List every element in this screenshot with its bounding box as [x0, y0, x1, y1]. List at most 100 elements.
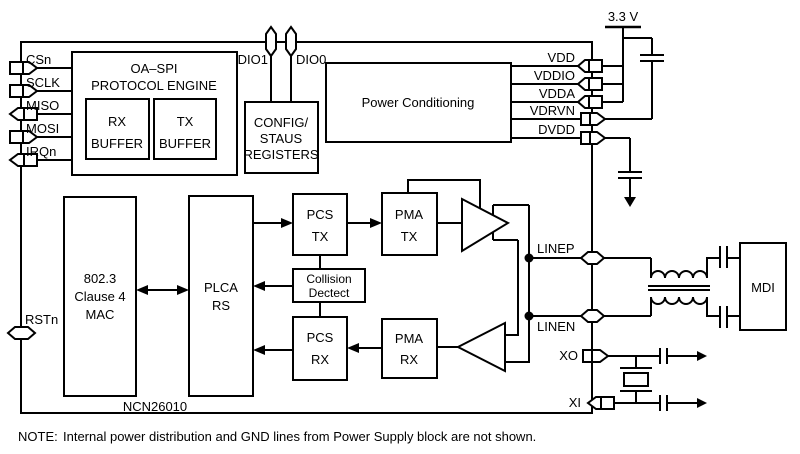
pin-symbol-vdrvn: [580, 112, 607, 126]
pin-arrow-out-icon: [8, 153, 25, 167]
pin-label-dio0: DIO0: [296, 52, 326, 67]
ground-arrow-icon: [624, 197, 636, 207]
mdi-block: [739, 242, 787, 331]
collision-detect-label-1: Collision: [306, 272, 351, 286]
pin-pad-icon: [9, 84, 24, 98]
pin-symbol-dvdd: [580, 131, 607, 145]
pin-pad-icon: [588, 59, 603, 73]
junction-dot: [524, 311, 534, 321]
pin-label-linen: LINEN: [537, 319, 575, 334]
dvdd-decoupling-wires: [618, 138, 642, 197]
pin-pad-icon: [600, 396, 615, 410]
rx-buffer-label-1: RX: [108, 114, 126, 129]
tx-line-driver-amp-icon: [461, 197, 511, 253]
arrowhead-right-icon: [281, 218, 293, 228]
pin-pad-icon: [23, 107, 38, 121]
power-pin-wires: [511, 65, 581, 139]
pin-label-linep: LINEP: [537, 241, 575, 256]
config-status-registers-block: [244, 101, 319, 174]
note-label: NOTE:: [18, 429, 58, 444]
pcs-tx-block: [292, 193, 348, 256]
pin-symbol-linep: [579, 251, 606, 265]
arrowhead-left-icon: [347, 343, 359, 353]
rx-buffer-label-2: BUFFER: [91, 136, 143, 151]
pcs-rx-label-1: PCS: [307, 330, 334, 345]
pma-tx-label-1: PMA: [395, 207, 424, 222]
pin-pad-icon: [588, 77, 603, 91]
arrowhead-right-icon: [370, 218, 382, 228]
config-registers-label-2: STAUS: [260, 131, 303, 146]
pin-label-vdda: VDDA: [539, 86, 575, 101]
mac-block: [63, 196, 137, 397]
spi-engine-subtitle: PROTOCOL ENGINE: [91, 78, 217, 93]
pin-symbol-csn: [9, 61, 39, 75]
pcs-rx-block: [292, 316, 348, 381]
pin-pad-icon: [9, 130, 24, 144]
rx-buffer-block: [85, 98, 150, 160]
pma-rx-block: [381, 318, 438, 379]
pcs-tx-label-1: PCS: [307, 207, 334, 222]
arrowhead-left-icon: [253, 345, 265, 355]
pin-symbol-vdd: [576, 59, 603, 73]
pin-pad-icon: [588, 95, 603, 109]
part-number-label: NCN26010: [123, 399, 187, 414]
arrowhead-left-icon: [253, 281, 265, 291]
pin-symbol-vdda: [576, 95, 603, 109]
pin-arrow-in-icon: [22, 61, 39, 75]
tx-buffer-label-2: BUFFER: [159, 136, 211, 151]
config-registers-label-3: REGISTERS: [243, 147, 318, 162]
pcs-tx-label-2: TX: [312, 229, 329, 244]
pin-symbol-rstn: [6, 326, 37, 340]
pin-label-xi: XI: [569, 395, 581, 410]
pin-symbol-sclk: [9, 84, 39, 98]
pin-symbol-linen: [579, 309, 606, 323]
collision-detect-block: [292, 268, 366, 303]
transformer-icon: [648, 257, 740, 317]
pma-rx-label-2: RX: [400, 352, 418, 367]
plca-rs-block: [188, 195, 254, 397]
pin-label-mosi: MOSI: [26, 121, 59, 136]
pin-symbol-miso: [8, 107, 38, 121]
note-text: Internal power distribution and GND line…: [63, 429, 536, 444]
pin-label-sclk: SCLK: [26, 75, 60, 90]
pin-arrow-out-icon: [589, 131, 607, 145]
pin-label-irqn: IRQn: [26, 144, 56, 159]
pin-symbol-xo: [582, 349, 610, 363]
crystal-icon: [623, 372, 649, 387]
pin-arrow-in-icon: [22, 130, 39, 144]
mdi-label: MDI: [751, 280, 775, 295]
plca-label-2: RS: [212, 298, 230, 313]
pcs-rx-label-2: RX: [311, 352, 329, 367]
config-registers-label-1: CONFIG/: [254, 115, 309, 130]
pin-symbol-mosi: [9, 130, 39, 144]
line-pin-wires: [529, 257, 651, 317]
pin-pad-icon: [9, 61, 24, 75]
pin-symbol-xi: [586, 396, 615, 410]
ground-arrow-icon: [697, 351, 707, 361]
pin-label-csn: CSn: [26, 52, 51, 67]
pin-label-xo: XO: [559, 348, 578, 363]
pma-tx-label-2: TX: [401, 229, 418, 244]
junction-dot: [524, 253, 534, 263]
mac-label-3: MAC: [86, 307, 115, 322]
dio-wires: [270, 56, 292, 102]
pin-label-vdd: VDD: [548, 50, 575, 65]
pma-rx-label-1: PMA: [395, 331, 424, 346]
pin-symbol-irqn: [8, 153, 38, 167]
mac-label-1: 802.3: [84, 271, 117, 286]
pma-tx-block: [381, 192, 438, 256]
pin-arrow-out-icon: [589, 112, 607, 126]
datapath-arrow-wires: [253, 222, 382, 351]
supply-voltage-label: 3.3 V: [608, 9, 639, 24]
pin-label-dvdd: DVDD: [538, 122, 575, 137]
pin-arrow-out-icon: [591, 349, 610, 363]
power-conditioning-block: [325, 62, 512, 143]
pin-label-rstn: RSTn: [25, 312, 58, 327]
collision-detect-label-2: Dectect: [309, 286, 350, 300]
pin-arrow-out-icon: [8, 107, 25, 121]
plca-label-1: PLCA: [204, 280, 238, 295]
pin-label-miso: MISO: [26, 98, 59, 113]
pin-label-vdrvn: VDRVN: [530, 103, 575, 118]
arrowhead-left-icon: [136, 285, 148, 295]
